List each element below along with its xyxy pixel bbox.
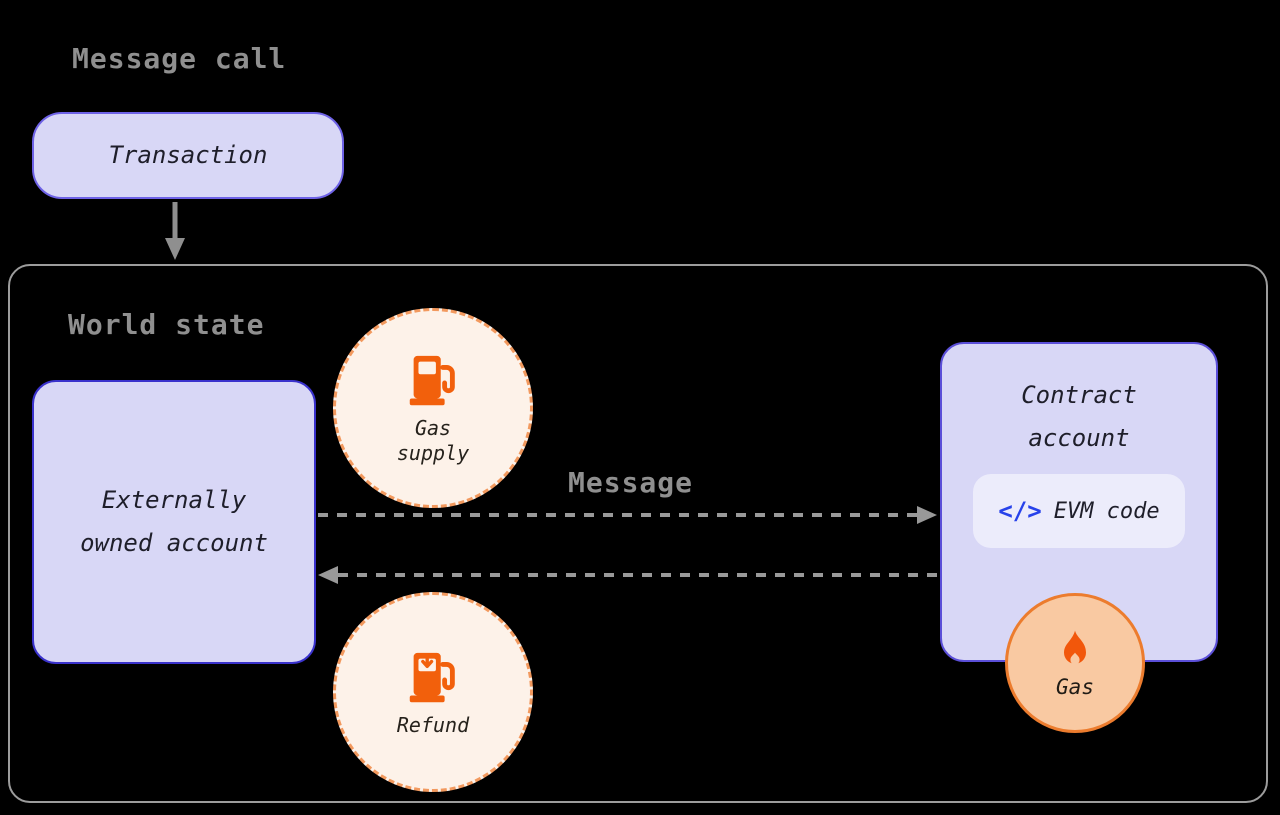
gas-supply-badge: Gas supply [333, 308, 533, 508]
world-state-box: World state [8, 264, 1268, 803]
transaction-box: Transaction [32, 112, 344, 199]
contract-label-line2: account [1028, 424, 1130, 452]
code-icon: </> [998, 497, 1042, 525]
eoa-label-line2: owned account [80, 529, 268, 557]
gas-supply-label-line2: supply [396, 441, 470, 465]
evm-code-label: EVM code [1053, 498, 1160, 524]
page-title: Message call [72, 42, 287, 75]
contract-label-line1: Contract [1021, 381, 1137, 409]
transaction-label: Transaction [108, 141, 268, 169]
gas-supply-label-line1: Gas [414, 416, 452, 440]
gas-pump-refund-icon [402, 647, 464, 713]
message-label: Message [568, 466, 694, 499]
gas-pump-icon [402, 350, 464, 416]
externally-owned-account-box: Externally owned account [32, 380, 316, 664]
refund-label: Refund [396, 712, 470, 737]
refund-badge: Refund [333, 592, 533, 792]
world-state-title: World state [68, 308, 265, 341]
flame-icon [1053, 627, 1097, 675]
gas-badge-label: Gas [1056, 674, 1094, 699]
gas-badge: Gas [1005, 593, 1145, 733]
evm-code-chip: </> EVM code [973, 474, 1185, 548]
eoa-label-line1: Externally [101, 486, 247, 514]
